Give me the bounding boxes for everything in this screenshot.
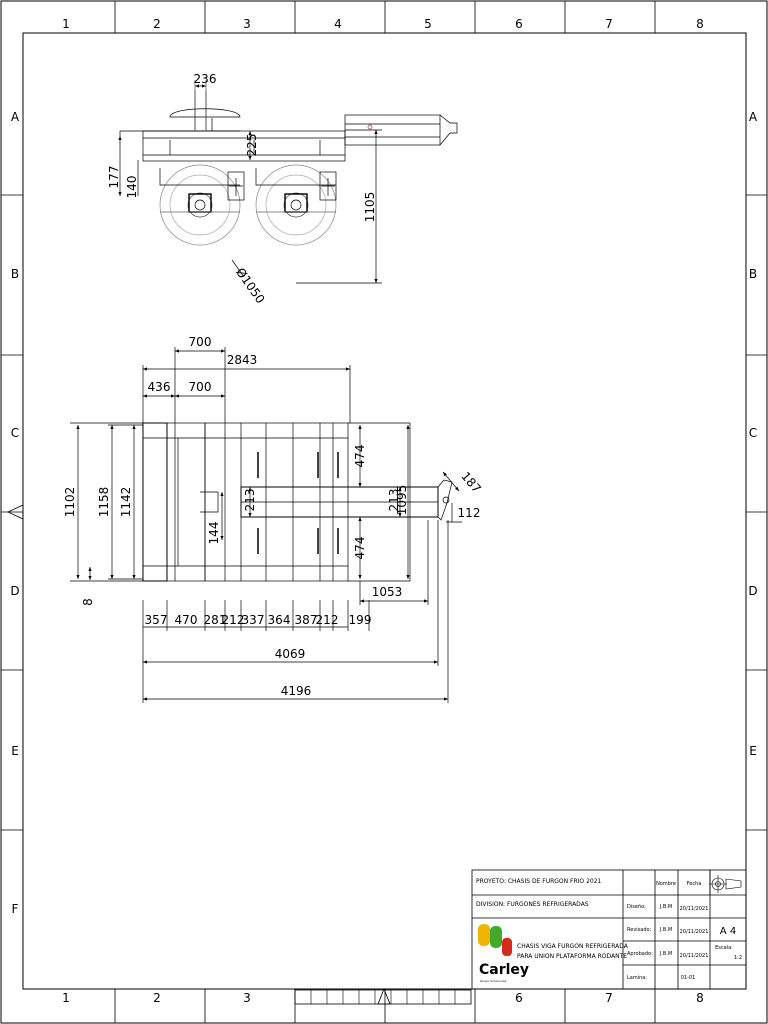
wheel-rear	[255, 164, 337, 246]
plan-view	[70, 347, 462, 703]
dim-225: 225	[245, 134, 259, 157]
row-label: C	[11, 426, 19, 440]
dim-474-top: 474	[353, 445, 367, 468]
dim-213-right: 213	[387, 489, 401, 512]
col-label: 2	[153, 991, 161, 1005]
row-label: C	[749, 426, 757, 440]
dim-1095: 1095	[395, 485, 409, 516]
col-label: 8	[696, 991, 704, 1005]
col-label: 3	[243, 17, 251, 31]
row-label: A	[11, 110, 20, 124]
row-label: D	[748, 584, 757, 598]
col-label: 4	[334, 17, 342, 31]
row-date-aprobado: 20/11/2021	[680, 953, 709, 959]
row-label: A	[749, 110, 758, 124]
dim-436: 436	[148, 380, 171, 394]
lamina-label: Lamina:	[627, 975, 647, 981]
division-title: DIVISION: FURGONES REFRIGERADAS	[476, 901, 589, 908]
drawing-description-line2: PARA UNION PLATAFORMA RODANTE	[517, 953, 627, 960]
header-fecha: Fecha	[687, 881, 702, 887]
header-nombre: Nombre	[656, 881, 676, 887]
dim-4069: 4069	[275, 647, 306, 661]
row-name-aprobado: J.B.M	[659, 951, 672, 957]
row-label-aprobado: Aprobado:	[627, 951, 653, 957]
projection-symbol-icon	[709, 875, 742, 893]
row-label: B	[11, 267, 19, 281]
dim-chain-364: 364	[268, 613, 291, 627]
escala-value: 1:2	[734, 955, 742, 961]
dim-chain-470: 470	[175, 613, 198, 627]
dim-1053: 1053	[372, 585, 403, 599]
dim-chain-337: 337	[242, 613, 265, 627]
dim-144: 144	[207, 522, 221, 545]
row-label-revisado: Revisado:	[627, 927, 652, 933]
dim-213-left: 213	[243, 489, 257, 512]
project-title: PROYETO: CHASIS DE FURGON FRIO 2021	[476, 878, 602, 885]
plan-view-dims: 700 2843 436 700 1102 1158 1142 144 213 …	[63, 335, 484, 698]
dim-chain-357: 357	[145, 613, 168, 627]
dim-1158: 1158	[97, 487, 111, 518]
dim-700-top: 700	[189, 335, 212, 349]
wheel-front	[159, 164, 241, 246]
escala-label: Escala:	[715, 945, 733, 951]
col-label: 1	[62, 17, 70, 31]
side-view-dims: 236 177 140 225 1105 Ø1050	[107, 72, 377, 306]
row-label: E	[11, 744, 19, 758]
lamina-value: 01-01	[681, 975, 696, 981]
dim-700: 700	[189, 380, 212, 394]
col-label: 8	[696, 17, 704, 31]
col-label: 3	[243, 991, 251, 1005]
dim-4196: 4196	[281, 684, 312, 698]
logo-subtext: Grupo Soluciones	[480, 979, 507, 983]
row-label: F	[12, 902, 19, 916]
dim-2843: 2843	[227, 353, 258, 367]
sheet-size: A 4	[720, 926, 736, 937]
dim-8: 8	[81, 598, 95, 606]
dim-chain-281: 281	[204, 613, 227, 627]
title-block	[471, 869, 747, 990]
col-label: 7	[605, 991, 613, 1005]
title-block-text: PROYETO: CHASIS DE FURGON FRIO 2021 DIVI…	[476, 878, 742, 981]
side-view	[118, 80, 458, 284]
col-label: 1	[62, 991, 70, 1005]
dim-1105: 1105	[363, 192, 377, 223]
dim-wheel-diameter: Ø1050	[233, 265, 267, 306]
logo-text: Carley	[479, 962, 529, 978]
dim-1102: 1102	[63, 487, 77, 518]
dim-112: 112	[458, 506, 481, 520]
col-label: 7	[605, 17, 613, 31]
dim-1142: 1142	[119, 487, 133, 518]
drawing-description-line1: CHASIS VIGA FURGON REFRIGERADA	[517, 943, 629, 950]
row-name-diseno: J.B.M	[659, 904, 672, 910]
dim-140: 140	[125, 176, 139, 199]
row-label: E	[749, 744, 757, 758]
dim-474-bottom: 474	[353, 537, 367, 560]
dim-chain-387: 387	[295, 613, 318, 627]
dim-177: 177	[107, 166, 121, 189]
col-label: 6	[515, 991, 523, 1005]
row-label-diseno: Diseño:	[627, 904, 646, 910]
row-date-revisado: 20/11/2021	[680, 929, 709, 935]
row-date-diseno: 20/11/2021	[680, 906, 709, 912]
dim-chain-199: 199	[349, 613, 372, 627]
row-label: B	[749, 267, 757, 281]
grid-labels: 1 2 3 4 5 6 7 8 1 2 3 6 7 8 A B C D E F …	[10, 17, 758, 1005]
dim-187: 187	[458, 469, 483, 496]
dim-chain-212: 212	[222, 613, 245, 627]
dim-236: 236	[194, 72, 217, 86]
dim-chain-212b: 212	[316, 613, 339, 627]
company-logo: Carley Grupo Soluciones	[478, 924, 529, 983]
col-label: 5	[424, 17, 432, 31]
row-name-revisado: J.B.M	[659, 927, 672, 933]
row-label: D	[10, 584, 19, 598]
col-label: 2	[153, 17, 161, 31]
col-label: 6	[515, 17, 523, 31]
